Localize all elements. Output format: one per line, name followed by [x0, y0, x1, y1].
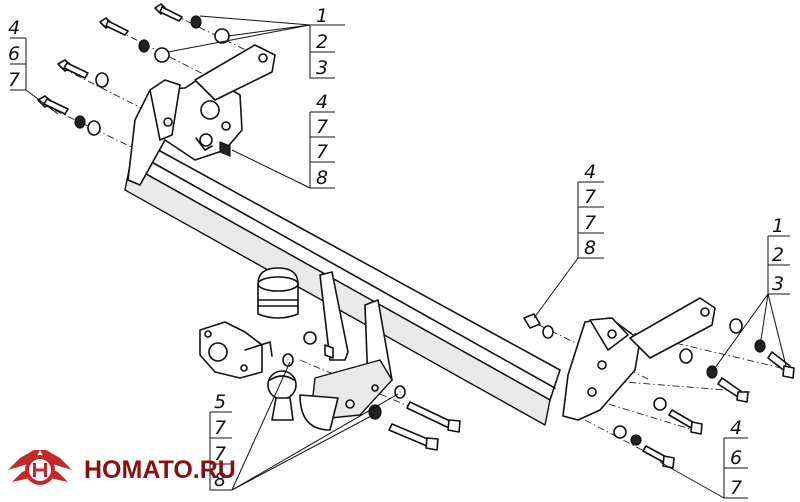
callout-num: 5	[214, 391, 226, 413]
leader-lines	[10, 15, 790, 499]
bolt-far-right-2	[679, 348, 749, 403]
bolt-far-right-1	[729, 318, 795, 379]
callout-num: 3	[772, 273, 784, 295]
callout-mid-upper: 4 7 7 8	[316, 91, 328, 189]
bolt-left-2	[37, 95, 101, 136]
callout-num: 2	[316, 31, 328, 53]
callout-right-mid: 4 7 7 8	[584, 161, 596, 259]
callout-bottom-right: 4 6 7	[730, 417, 742, 499]
callout-num: 7	[730, 477, 742, 499]
left-bracket	[127, 74, 243, 186]
bolt-bottom-center-1	[394, 385, 461, 433]
callout-num: 8	[316, 167, 328, 189]
callout-num: 7	[8, 69, 20, 91]
right-bracket	[562, 317, 641, 421]
callout-num: 4	[8, 17, 20, 39]
callout-num: 6	[8, 43, 20, 65]
logo-text: HOMATO.RU	[84, 456, 236, 484]
callout-num: 7	[584, 186, 596, 208]
callout-num: 1	[772, 215, 784, 237]
right-strap	[629, 297, 716, 359]
callout-top-left: 4 6 7	[8, 17, 20, 91]
bolt-left-1	[57, 59, 109, 88]
callout-far-right: 1 2 3	[772, 215, 784, 295]
tow-ball	[267, 370, 297, 421]
callout-num: 7	[584, 212, 596, 234]
callout-num: 6	[730, 447, 742, 469]
bolt-top-1	[154, 3, 230, 44]
callout-num: 7	[214, 443, 226, 465]
callout-num: 7	[214, 417, 226, 439]
cross-beam	[124, 134, 561, 426]
socket-plate	[199, 321, 273, 379]
alignment-axes	[41, 7, 791, 463]
upper-left-strap	[194, 44, 276, 101]
nut-right	[523, 313, 554, 339]
callout-num: 2	[772, 244, 784, 266]
callout-top-center: 1 2 3	[316, 5, 328, 79]
callout-num: 3	[316, 57, 328, 79]
nut-upper	[199, 133, 231, 157]
callout-num: 4	[316, 91, 328, 113]
homato-logo-icon	[8, 450, 72, 485]
callout-num: 8	[214, 469, 226, 491]
callout-num: 7	[316, 116, 328, 138]
ball-cap	[257, 267, 299, 319]
callout-num: 7	[316, 141, 328, 163]
callout-num: 4	[584, 161, 596, 183]
bolt-bottom-center-2	[368, 404, 439, 451]
nut-center	[282, 331, 334, 367]
bolt-bottom-right-2	[613, 425, 675, 469]
callout-bottom-left: 5 7 7 8	[214, 391, 226, 491]
homato-logo: HOMATO.RU	[8, 450, 236, 485]
callout-num: 4	[730, 417, 742, 439]
callout-num: 8	[584, 237, 596, 259]
bolt-top-2	[99, 17, 170, 63]
ball-mount	[299, 271, 393, 431]
bolt-bottom-right-1	[653, 397, 703, 435]
callout-num: 1	[316, 5, 328, 27]
